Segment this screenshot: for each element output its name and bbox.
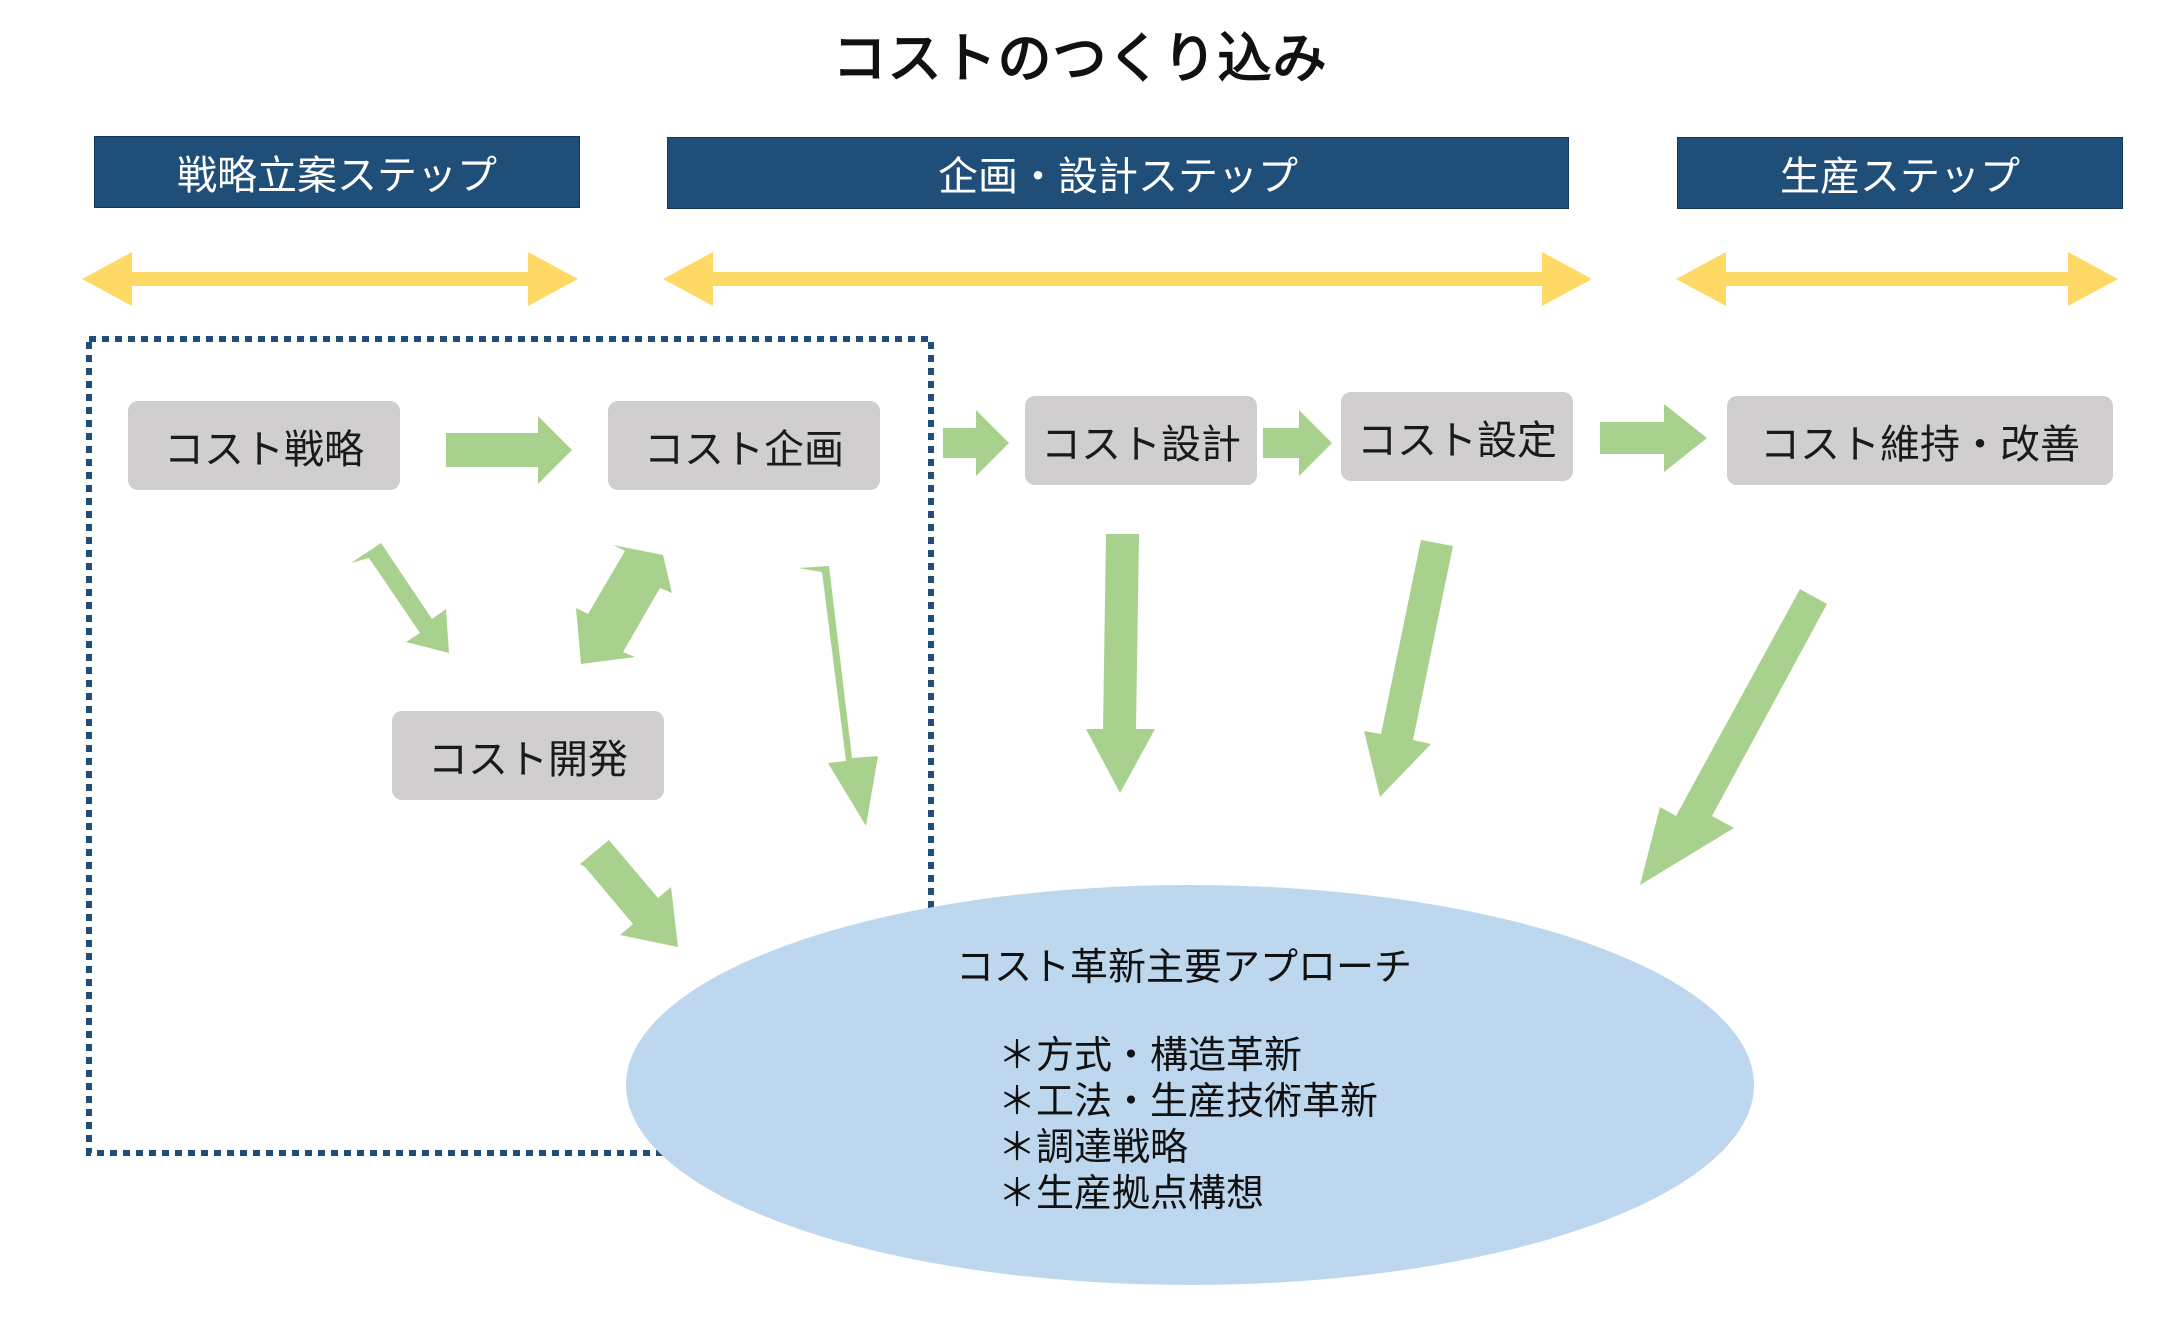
span-arrow-production [1676,252,2118,306]
stage-design-label: 企画・設計ステップ [938,154,1298,200]
strategy-scope-frame [86,336,934,1156]
arrow-planning-to-ellipse [798,566,878,826]
arrow-setting-to-maintenance [1600,404,1707,472]
box-cost-setting-label: コスト設定 [1357,417,1557,464]
arrow-strategy-to-planning [446,416,572,484]
box-cost-maintenance-label: コスト維持・改善 [1760,421,2080,468]
box-cost-planning-label: コスト企画 [644,426,844,473]
stage-strategy-label: 戦略立案ステップ [177,153,497,199]
approach-list: ＊方式・構造革新 ＊工法・生産技術革新 ＊調達戦略 ＊生産拠点構想 [998,1032,1378,1216]
box-cost-strategy: コスト戦略 [128,401,400,490]
box-cost-planning: コスト企画 [608,401,880,490]
span-arrow-design [663,252,1592,306]
box-cost-strategy-label: コスト戦略 [164,426,364,473]
stage-production-label: 生産ステップ [1780,154,2020,200]
arrow-planning-development-bidirectional [576,545,672,664]
box-cost-development-label: コスト開発 [428,736,628,783]
stage-production-header: 生産ステップ [1677,137,2123,209]
box-cost-development: コスト開発 [392,711,664,800]
approach-title: コスト革新主要アプローチ [956,945,1413,989]
diagram-title: コストのつくり込み [832,27,1328,90]
stage-design-header: 企画・設計ステップ [667,137,1569,209]
arrow-setting-to-ellipse [1364,540,1453,797]
arrow-strategy-to-development [351,543,449,653]
approach-item: ＊工法・生産技術革新 [998,1079,1379,1123]
arrow-maintenance-to-ellipse [1640,589,1827,885]
arrow-planning-to-design [943,410,1009,476]
box-cost-setting: コスト設定 [1341,392,1573,481]
approach-item: ＊調達戦略 [998,1125,1189,1169]
box-cost-design: コスト設計 [1025,396,1257,485]
box-cost-design-label: コスト設計 [1041,421,1241,468]
approach-item: ＊方式・構造革新 [998,1033,1303,1077]
span-arrow-strategy [82,252,578,306]
box-cost-maintenance: コスト維持・改善 [1727,396,2113,485]
arrow-design-to-setting [1263,410,1332,476]
stage-strategy-header: 戦略立案ステップ [94,136,580,208]
arrow-design-to-ellipse [1086,534,1155,793]
approach-item: ＊生産拠点構想 [998,1171,1265,1215]
approach-ellipse [626,885,1754,1285]
arrow-development-to-ellipse [580,840,678,947]
